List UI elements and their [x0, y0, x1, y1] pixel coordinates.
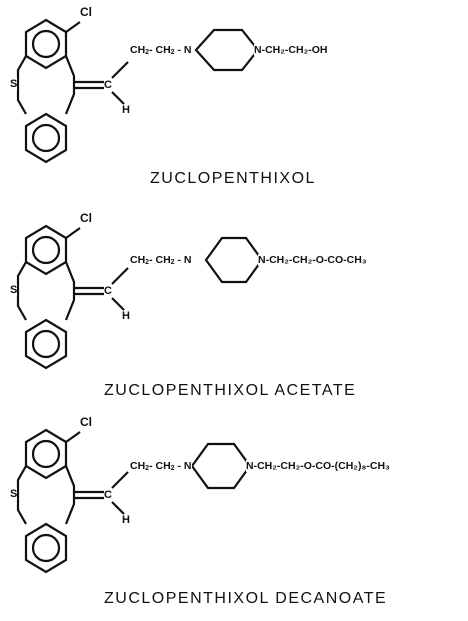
vinyl-h-bond	[111, 297, 125, 311]
molecule-drawing	[16, 18, 260, 164]
side-chain-right: N-CH₂-CH₂-OH	[254, 44, 328, 56]
lower-aromatic-circle	[31, 329, 61, 359]
central-ring-left	[16, 261, 27, 321]
lower-benzene-ring	[24, 522, 68, 574]
side-chain-right: N-CH₂-CH₂-O-CO-(CH₂)₈-CH₃	[246, 460, 390, 472]
sulfur-atom: S	[10, 78, 18, 90]
piperazine-ring	[194, 28, 260, 72]
vinyl-hydrogen-atom: H	[122, 104, 130, 116]
propylidene-chain: CH2- CH2 - N	[130, 254, 192, 266]
lower-benzene-ring	[24, 112, 68, 164]
sulfur-atom: S	[10, 488, 18, 500]
sulfur-atom: S	[10, 284, 18, 296]
lower-aromatic-circle	[31, 533, 61, 563]
piperazine-ring	[190, 442, 252, 490]
central-ring-left	[16, 55, 27, 115]
vinyl-chain-bond	[111, 267, 129, 285]
chlorine-atom: Cl	[80, 211, 92, 225]
cl-bond	[65, 227, 81, 239]
cl-bond	[65, 21, 81, 33]
upper-aromatic-circle	[31, 29, 61, 59]
upper-aromatic-circle	[31, 439, 61, 469]
lower-aromatic-circle	[31, 123, 61, 153]
vinyl-h-bond	[111, 91, 125, 105]
lower-benzene-ring	[24, 318, 68, 370]
vinyl-carbon-atom: C	[104, 489, 112, 501]
central-ring-right	[64, 465, 76, 525]
vinyl-h-bond	[111, 501, 125, 515]
piperazine-ring	[204, 236, 264, 284]
vinyl-hydrogen-atom: H	[122, 514, 130, 526]
structure-zuclopenthixol-decanoate: Cl S C H CH2- CH2 - N N-CH₂-CH₂-O-CO-(CH…	[0, 410, 468, 617]
vinyl-chain-bond	[111, 471, 129, 489]
compound-name: ZUCLOPENTHIXOL DECANOATE	[104, 590, 388, 607]
molecule-drawing	[16, 428, 252, 574]
side-chain-right: N-CH₂-CH₂-O-CO-CH₃	[258, 254, 367, 266]
compound-name: ZUCLOPENTHIXOL	[150, 170, 316, 187]
upper-aromatic-circle	[31, 235, 61, 265]
central-ring-left	[16, 465, 27, 525]
propylidene-chain: CH2- CH2 - N	[130, 44, 192, 56]
cl-bond	[65, 431, 81, 443]
vinyl-carbon-atom: C	[104, 285, 112, 297]
structure-zuclopenthixol-acetate: Cl S C H CH2- CH2 - N N-CH₂-CH₂-O-CO-CH₃…	[0, 206, 468, 413]
chlorine-atom: Cl	[80, 5, 92, 19]
compound-name: ZUCLOPENTHIXOL ACETATE	[104, 382, 357, 399]
propylidene-chain: CH2- CH2 - N	[130, 460, 192, 472]
vinyl-carbon-atom: C	[104, 79, 112, 91]
structure-zuclopenthixol: Cl S C H CH2- CH2 - N N-CH₂-CH₂-OH ZUCLO…	[0, 0, 468, 207]
vinyl-hydrogen-atom: H	[122, 310, 130, 322]
central-ring-right	[64, 261, 76, 321]
vinyl-chain-bond	[111, 61, 129, 79]
central-ring-right	[64, 55, 76, 115]
chlorine-atom: Cl	[80, 415, 92, 429]
